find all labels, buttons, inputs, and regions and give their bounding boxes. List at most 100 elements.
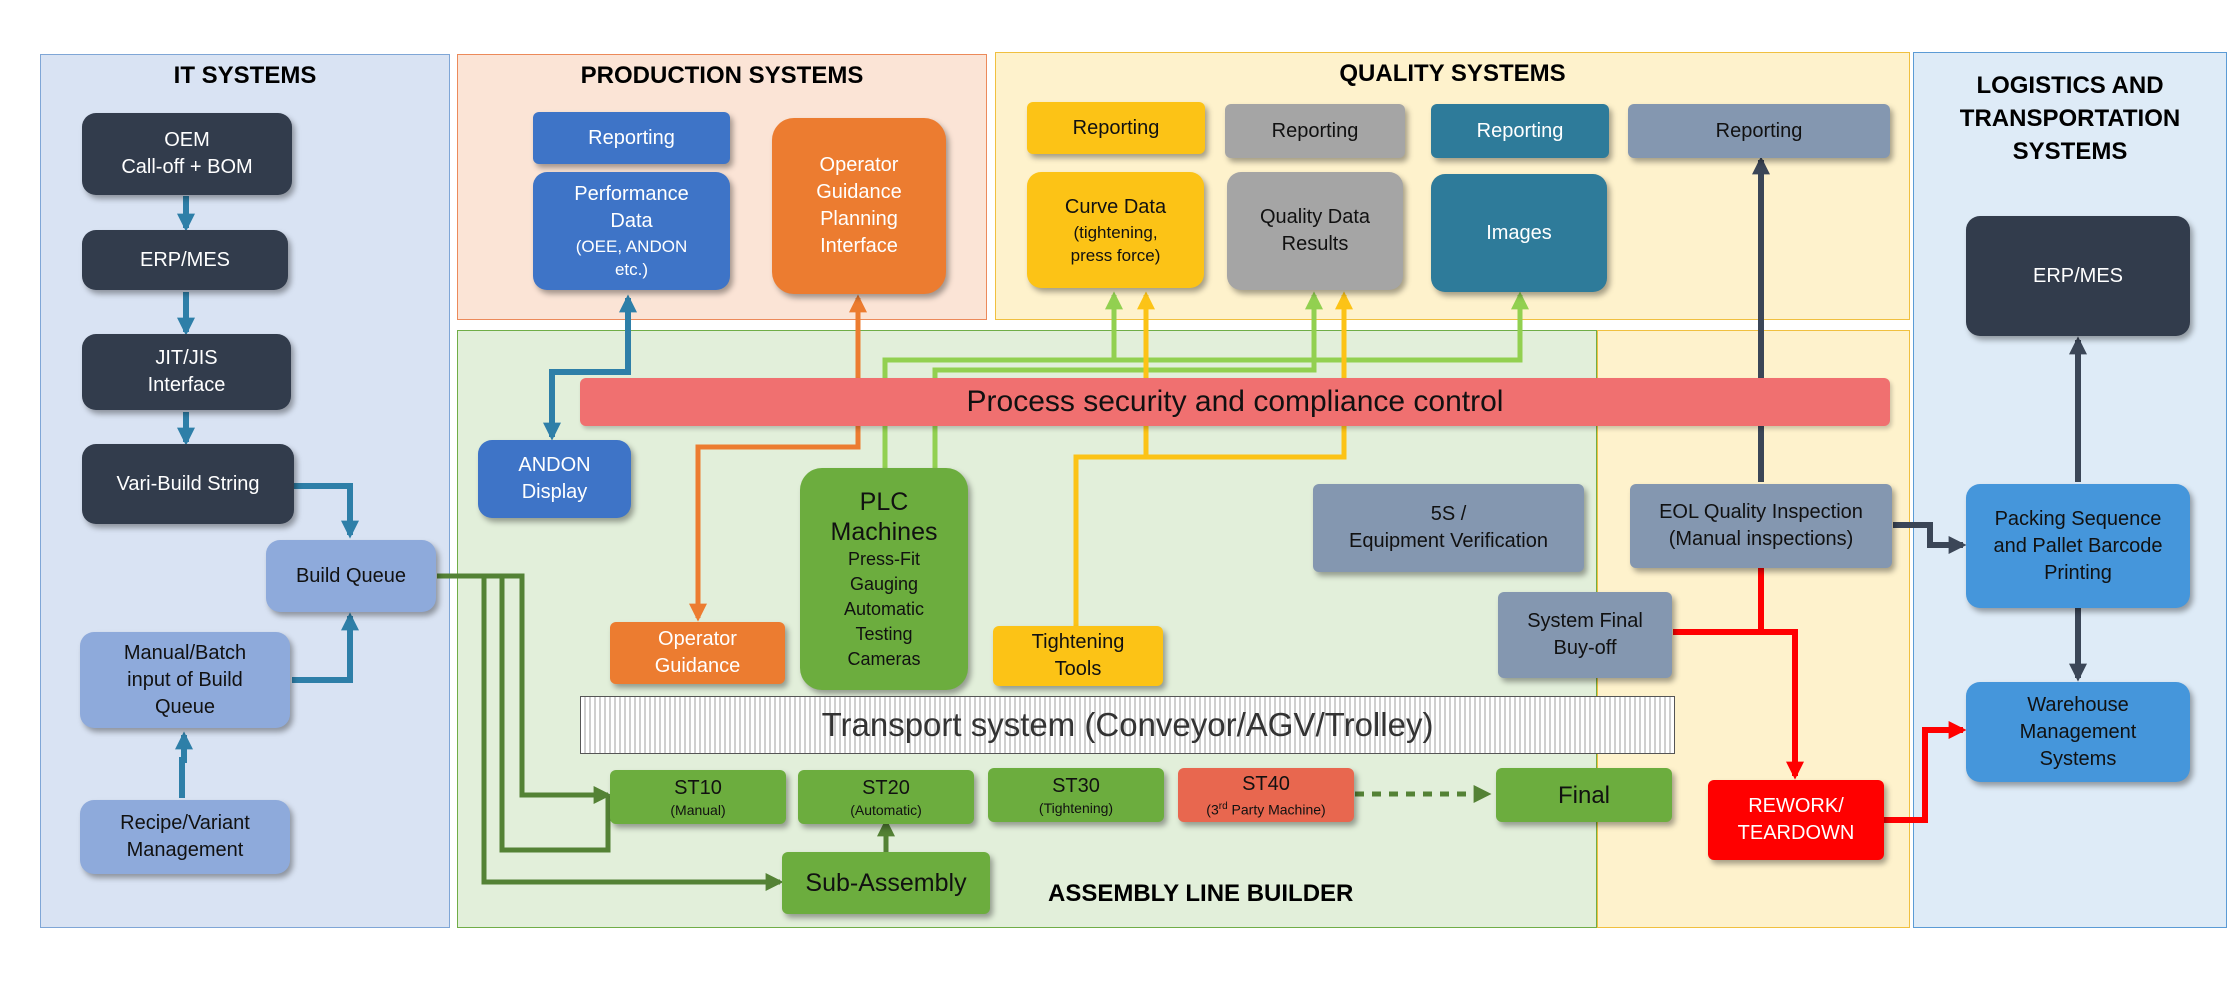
plc-item-2: Gauging: [849, 573, 919, 594]
recipe-line2: Management: [126, 839, 244, 861]
eol-line2: (Manual inspections): [1668, 528, 1854, 550]
build-queue-label: Build Queue: [295, 564, 407, 587]
station-st40[interactable]: ST40 (3rd Party Machine): [1178, 768, 1354, 822]
buyoff-line2: Buy-off: [1553, 637, 1617, 659]
logistics-erp-mes-box[interactable]: ERP/MES: [1966, 216, 2190, 336]
andon-line1: ANDON: [518, 454, 591, 476]
logistics-title: LOGISTICS AND TRANSPORTATION SYSTEMS: [1914, 69, 2226, 168]
station-st20[interactable]: ST20 (Automatic): [798, 770, 974, 824]
oem-line2: Call-off + BOM: [121, 156, 253, 178]
erp-mes-label: ERP/MES: [139, 248, 231, 271]
st10-label: ST10: [674, 777, 722, 799]
sub-assembly-box[interactable]: Sub-Assembly: [782, 852, 990, 914]
curve-line3: press force): [1070, 245, 1161, 265]
st40-label: ST40: [1242, 773, 1290, 796]
plc-item-4: Testing: [855, 623, 913, 644]
vari-build-box[interactable]: Vari-Build String: [82, 444, 294, 524]
warehouse-line1: Warehouse: [2027, 693, 2129, 716]
opguide-line2: Guidance: [654, 655, 741, 677]
st20-label: ST20: [862, 777, 910, 799]
packing-sequence-box[interactable]: Packing Sequence and Pallet Barcode Prin…: [1966, 484, 2190, 608]
curve-data-box[interactable]: Curve Data (tightening, press force): [1027, 172, 1204, 288]
st10-sub: (Manual): [670, 802, 726, 818]
quality-systems-title: QUALITY SYSTEMS: [1339, 60, 1566, 87]
andon-display-box[interactable]: ANDON Display: [478, 440, 631, 518]
packing-line3: Printing: [2044, 561, 2112, 584]
eol-line1: EOL Quality Inspection: [1659, 501, 1863, 523]
warehouse-management-box[interactable]: Warehouse Management Systems: [1966, 682, 2190, 782]
tighten-line1: Tightening: [1031, 631, 1125, 653]
logistics-erp-label: ERP/MES: [2032, 264, 2124, 287]
performance-line3: (OEE, ANDON: [575, 237, 688, 256]
reporting-yellow-label: Reporting: [1072, 116, 1160, 139]
sub-assembly-label: Sub-Assembly: [805, 868, 967, 897]
transport-system-bar[interactable]: Transport system (Conveyor/AGV/Trolley): [580, 696, 1675, 754]
station-st30[interactable]: ST30(Tightening): [988, 768, 1164, 822]
images-box[interactable]: Images: [1431, 174, 1607, 292]
curve-line1: Curve Data: [1064, 195, 1167, 218]
st40-sub-pre: (3: [1206, 801, 1219, 818]
vari-build-label: Vari-Build String: [116, 472, 260, 495]
qdata-line1: Quality Data: [1259, 206, 1371, 228]
station-st10[interactable]: ST10 (Manual): [610, 770, 786, 824]
performance-line1: Performance: [574, 183, 689, 205]
production-reporting-box[interactable]: Reporting: [533, 112, 730, 164]
build-queue-box[interactable]: Build Queue: [266, 540, 436, 612]
opplan-line4: Interface: [820, 235, 898, 257]
plc-title-line1: PLC: [859, 487, 909, 516]
it-systems-title: IT SYSTEMS: [173, 62, 317, 89]
final-station[interactable]: Final: [1496, 768, 1672, 822]
buyoff-line1: System Final: [1527, 610, 1643, 632]
rework-line2: TEARDOWN: [1737, 822, 1855, 844]
manual-line3: Queue: [154, 695, 216, 718]
rework-line1: REWORK/: [1748, 795, 1844, 817]
fives-line1: 5S /: [1430, 503, 1467, 525]
process-security-bar[interactable]: Process security and compliance control: [580, 378, 1890, 426]
images-label: Images: [1486, 221, 1552, 244]
transport-label: Transport system (Conveyor/AGV/Trolley): [821, 706, 1434, 743]
logistics-title-line2: TRANSPORTATION: [1959, 105, 2181, 132]
performance-line2: Data: [610, 210, 653, 232]
warehouse-line3: Systems: [2039, 747, 2117, 770]
rework-teardown-box[interactable]: REWORK/TEARDOWN: [1708, 780, 1884, 860]
erp-mes-box[interactable]: ERP/MES: [82, 230, 288, 290]
packing-line2: and Pallet Barcode: [1993, 534, 2163, 557]
st30-label: ST30: [1052, 775, 1100, 797]
final-label: Final: [1557, 781, 1611, 809]
plc-machines-box[interactable]: PLC Machines Press-Fit Gauging Automatic…: [800, 468, 968, 690]
quality-reporting-slate[interactable]: Reporting: [1628, 104, 1890, 158]
operator-guidance-planning-box[interactable]: Operator Guidance Planning Interface: [772, 118, 946, 294]
st20-sub: (Automatic): [850, 802, 922, 818]
plc-item-1: Press-Fit: [848, 548, 920, 569]
oem-line1: OEM: [164, 129, 210, 151]
st40-sub: (3rd Party Machine): [1206, 798, 1325, 819]
andon-line2: Display: [521, 481, 588, 503]
quality-reporting-teal[interactable]: Reporting: [1431, 104, 1609, 158]
quality-reporting-yellow[interactable]: Reporting: [1027, 102, 1205, 154]
eol-quality-inspection-box[interactable]: EOL Quality Inspection (Manual inspection…: [1630, 484, 1892, 568]
logistics-title-line1: LOGISTICS AND: [1976, 72, 2164, 99]
quality-reporting-gray[interactable]: Reporting: [1225, 104, 1405, 158]
plc-item-5: Cameras: [847, 648, 921, 669]
jit-line2: Interface: [147, 374, 226, 396]
performance-data-box[interactable]: Performance Data (OEE, ANDON etc.): [533, 172, 730, 290]
process-security-label: Process security and compliance control: [966, 385, 1504, 418]
oem-calloff-box[interactable]: OEM Call-off + BOM: [82, 113, 292, 195]
5s-equipment-box[interactable]: 5S /Equipment Verification: [1313, 484, 1584, 572]
opplan-line3: Planning: [820, 208, 898, 230]
plc-title-line2: Machines: [830, 517, 938, 546]
tighten-line2: Tools: [1054, 658, 1102, 680]
reporting-slate-label: Reporting: [1715, 119, 1803, 142]
curve-line2: (tightening,: [1073, 222, 1158, 242]
production-reporting-label: Reporting: [588, 126, 675, 149]
st40-sub-post: Party Machine): [1227, 801, 1326, 818]
recipe-line1: Recipe/Variant: [120, 812, 250, 834]
manual-line2: input of Build: [127, 668, 243, 691]
